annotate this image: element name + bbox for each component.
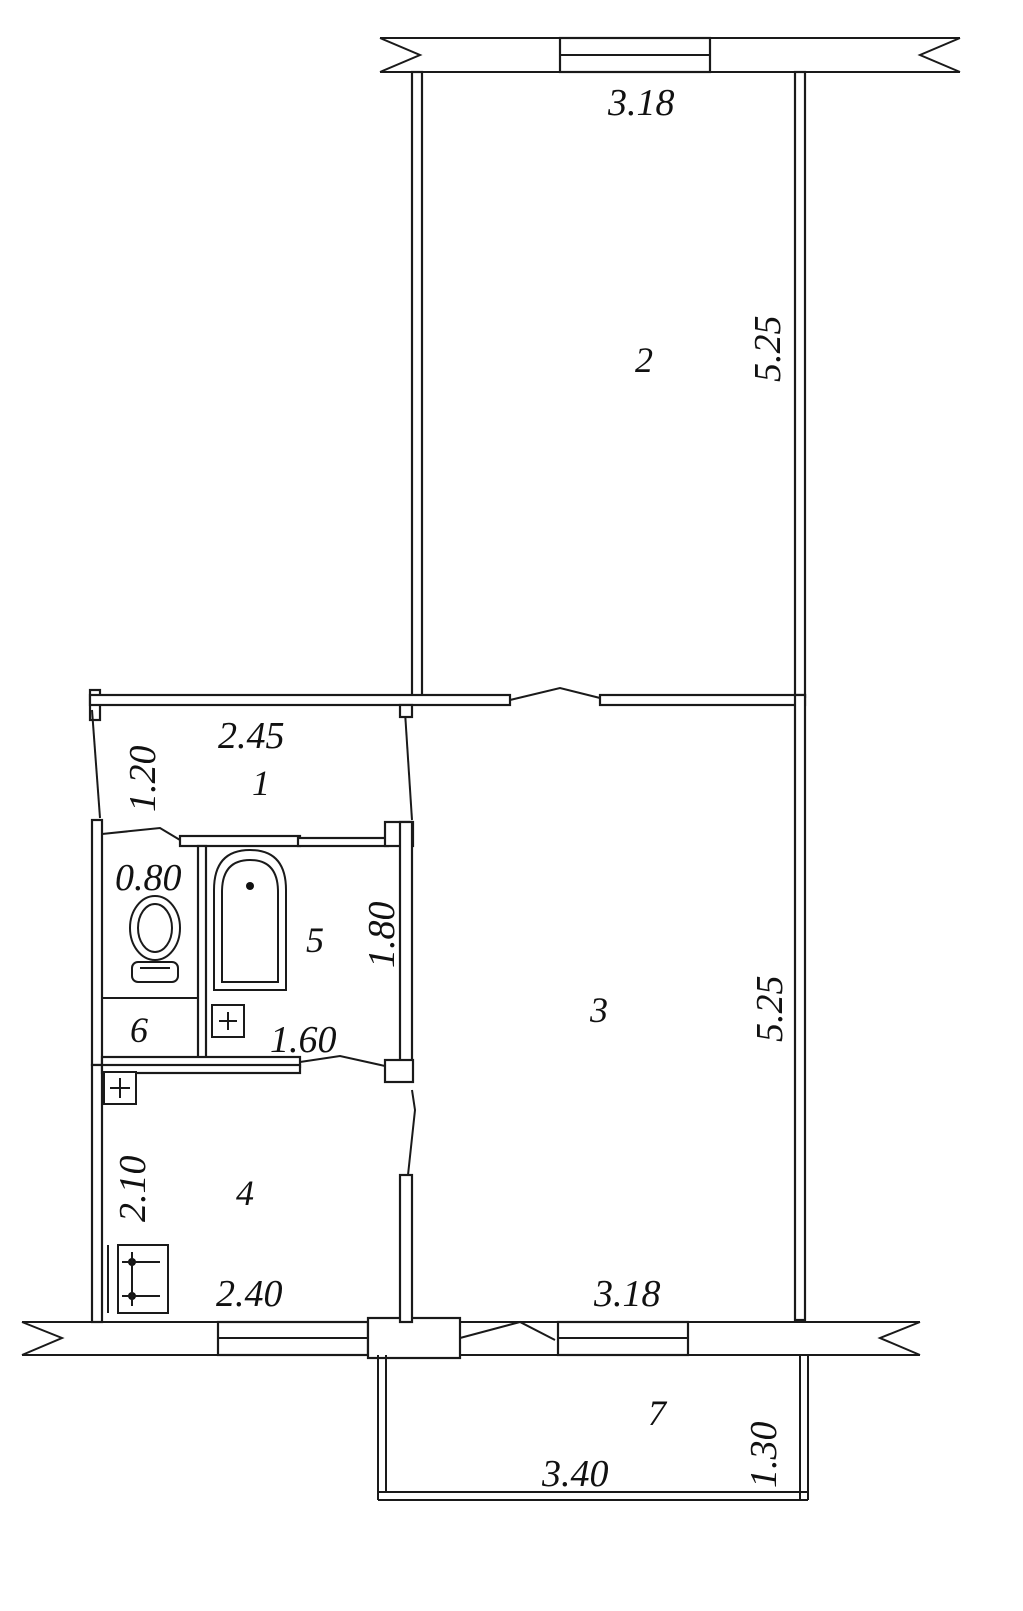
kitchen-sink <box>103 1071 137 1105</box>
balcony <box>377 1355 809 1501</box>
dim-room5-width: 1.60 <box>270 1019 337 1061</box>
hall-door <box>101 826 181 841</box>
room-3-label: 3 <box>589 990 608 1030</box>
dim-room4-width: 2.40 <box>216 1273 283 1315</box>
bathroom-sink <box>211 1004 245 1038</box>
dim-room1-depth: 1.20 <box>122 746 164 813</box>
kitchen-door <box>407 1089 417 1176</box>
bottom-exterior-wall <box>21 1316 921 1360</box>
kitchen-walls <box>90 1063 417 1324</box>
top-exterior-wall <box>379 36 961 74</box>
room-1-label: 1 <box>252 763 270 803</box>
balcony-door-frame <box>366 1316 462 1360</box>
balcony-door <box>459 1320 556 1341</box>
stove <box>107 1244 169 1314</box>
dim-room7-depth: 1.30 <box>743 1422 785 1489</box>
dim-room1-width: 2.45 <box>218 715 285 757</box>
dim-room2-length: 5.25 <box>747 316 789 383</box>
dim-room4-depth: 2.10 <box>112 1156 154 1223</box>
dim-room3-width: 3.18 <box>593 1273 661 1315</box>
room-6-label: 6 <box>130 1010 148 1050</box>
dim-room6-width: 0.80 <box>115 857 182 899</box>
bath-toilet-walls <box>90 818 415 1084</box>
room-2-walls <box>410 70 807 699</box>
dim-room3-length: 5.25 <box>749 976 791 1043</box>
bath-door <box>299 1054 386 1067</box>
dim-room2-width: 3.18 <box>607 82 675 124</box>
room-4-label: 4 <box>236 1173 254 1213</box>
dim-room5-height: 1.80 <box>361 902 403 969</box>
room-1-walls <box>91 703 414 841</box>
room-7-label: 7 <box>648 1393 668 1433</box>
room-5-label: 5 <box>306 920 324 960</box>
bathtub <box>213 848 287 991</box>
dim-room7-width: 3.40 <box>541 1453 609 1495</box>
toilet <box>129 895 181 983</box>
middle-partition <box>88 686 807 1322</box>
room2-door <box>509 686 601 701</box>
room-2-label: 2 <box>635 340 653 380</box>
